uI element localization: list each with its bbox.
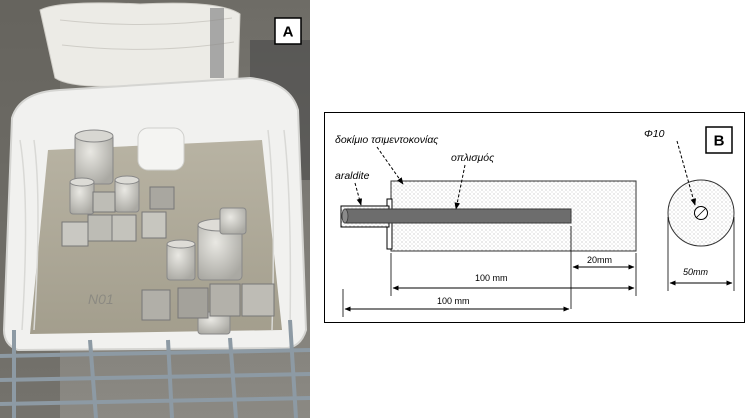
bag-label: Ν01 xyxy=(88,291,114,307)
metal-frame xyxy=(0,319,310,418)
dim-end-cover: 20mm xyxy=(587,255,612,265)
photo-panel-label: A xyxy=(283,24,294,41)
specimen-label: δοκίμιο τσιμεντοκονίας xyxy=(335,134,439,146)
sand-bag xyxy=(39,2,241,88)
diagram-panel-label-box xyxy=(705,126,733,154)
mortar-cubes xyxy=(61,186,275,321)
photo-panel-label-box xyxy=(274,17,302,45)
specimen-photo: Ν01 A xyxy=(0,0,310,418)
diagram-panel-label: B xyxy=(714,133,725,150)
mortar-cylinders xyxy=(69,127,247,335)
rebar xyxy=(344,208,572,224)
rebar-label: οπλισμός xyxy=(451,152,495,164)
photo-panel: Ν01 A xyxy=(0,0,310,418)
specimen-diagram: B δοκίμιο τσιμεντοκονίας οπλισμός araldi… xyxy=(335,126,735,317)
dim-specimen-diameter: 50mm xyxy=(683,267,709,277)
araldite-label: araldite xyxy=(335,170,370,182)
diameter-label: Φ10 xyxy=(644,128,665,140)
diagram-panel: B δοκίμιο τσιμεντοκονίας οπλισμός araldi… xyxy=(324,112,745,323)
dim-protrusion: 100 mm xyxy=(437,296,470,306)
dim-embedded-length: 100 mm xyxy=(475,273,508,283)
